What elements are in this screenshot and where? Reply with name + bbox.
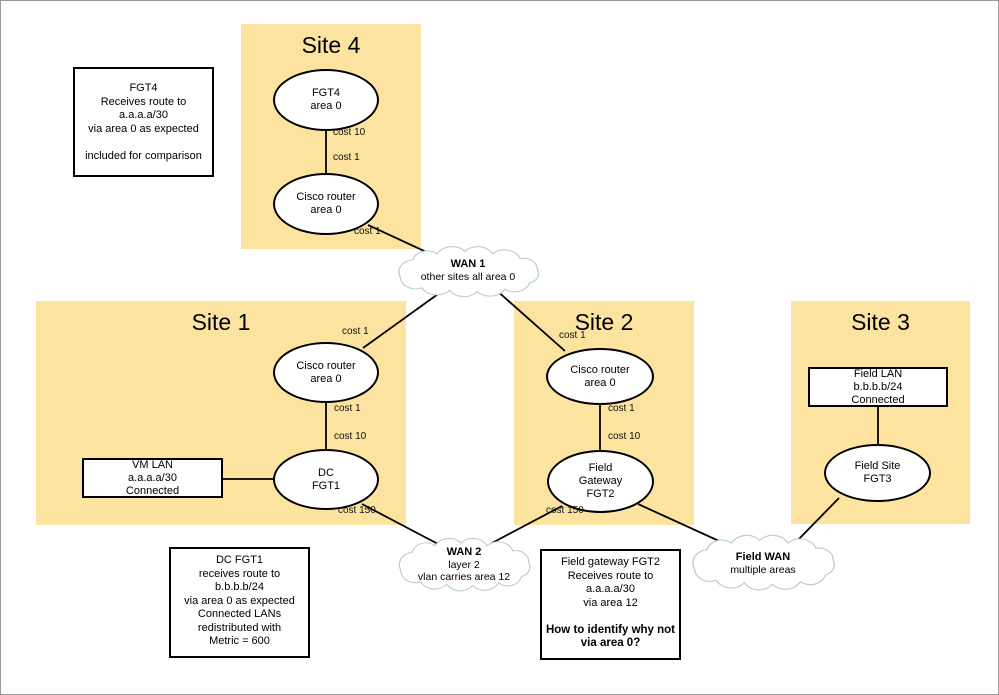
node-cisco-site2: Cisco router area 0 bbox=[546, 348, 654, 405]
node-line: DC bbox=[318, 466, 334, 479]
wan1-label: WAN 1 other sites all area 0 bbox=[398, 258, 538, 283]
node-line: Cisco router bbox=[570, 363, 630, 376]
field-lan-box: Field LAN b.b.b.b/24 Connected bbox=[808, 367, 948, 407]
fieldwan-desc: multiple areas bbox=[730, 564, 796, 576]
cost-label-site2-upper: cost 1 bbox=[608, 403, 635, 414]
node-fgt4: FGT4 area 0 bbox=[273, 69, 379, 131]
fieldwan-name: Field WAN bbox=[735, 551, 791, 563]
link-wan1-cisco1 bbox=[362, 288, 446, 349]
cost-label-wan1-to-site1: cost 1 bbox=[342, 326, 369, 337]
link-fgt2-wan2 bbox=[491, 505, 563, 544]
lan-line: b.b.b.b/24 bbox=[853, 380, 903, 393]
cost-label-site2-lower: cost 10 bbox=[608, 431, 641, 442]
wan2-desc: layer 2 bbox=[448, 559, 480, 571]
cost-label-site1-upper: cost 1 bbox=[334, 403, 361, 414]
note-line bbox=[75, 136, 212, 150]
dc-fgt1-note: DC FGT1 receives route to b.b.b.b/24 via… bbox=[169, 547, 310, 658]
cost-label-wan1-to-site2: cost 1 bbox=[559, 330, 586, 341]
node-field-gateway-fgt2: Field Gateway FGT2 bbox=[547, 450, 654, 513]
lan-line: VM LAN bbox=[132, 458, 173, 471]
link-fgt3-fieldwan bbox=[795, 497, 840, 543]
cost-label-site2-to-wan2: cost 150 bbox=[546, 505, 584, 516]
node-line: FGT1 bbox=[311, 479, 341, 492]
vm-lan-box: VM LAN a.a.a.a/30 Connected bbox=[82, 458, 223, 498]
note-question-line: How to identify why not bbox=[545, 623, 676, 636]
node-line: FGT4 bbox=[311, 87, 341, 99]
node-line: FGT3 bbox=[863, 473, 892, 485]
node-cisco-site4: Cisco router area 0 bbox=[273, 173, 379, 235]
lan-line: Connected bbox=[125, 484, 180, 497]
note-line: via area 12 bbox=[583, 596, 638, 609]
link-fgt1-wan2 bbox=[361, 503, 439, 545]
lan-line: Connected bbox=[851, 393, 905, 406]
note-line: via area 0 as expected bbox=[88, 122, 199, 135]
node-line: area 0 bbox=[310, 372, 342, 385]
note-line: via area 0 as expected bbox=[184, 594, 295, 607]
fgt4-note: FGT4 Receives route to a.a.a.a/30 via ar… bbox=[73, 67, 214, 177]
wan2-label: WAN 2 layer 2 vlan carries area 12 bbox=[394, 546, 534, 583]
cost-label-site1-lower: cost 10 bbox=[334, 431, 367, 442]
note-question-line: via area 0? bbox=[580, 637, 641, 649]
cost-label-site4-upper: cost 10 bbox=[333, 127, 366, 138]
node-line: Field bbox=[588, 462, 613, 474]
note-line: a.a.a.a/30 bbox=[586, 583, 635, 595]
note-line: a.a.a.a/30 bbox=[119, 109, 168, 121]
wan2-name: WAN 2 bbox=[446, 546, 482, 558]
note-line: receives route to bbox=[198, 567, 281, 580]
node-line: Cisco router bbox=[296, 191, 356, 203]
node-line: FGT2 bbox=[586, 488, 615, 500]
note-line: DC FGT1 bbox=[215, 554, 264, 566]
note-line: Receives route to bbox=[567, 569, 654, 582]
note-line: FGT4 bbox=[129, 82, 158, 94]
node-line: area 0 bbox=[310, 100, 342, 112]
note-line: Connected LANs bbox=[197, 608, 282, 620]
node-field-site-fgt3: Field Site FGT3 bbox=[824, 444, 931, 502]
note-line: Field gateway FGT2 bbox=[560, 556, 661, 568]
node-line: Cisco router bbox=[296, 359, 356, 372]
link-fgt2-fieldwan bbox=[637, 503, 731, 547]
fieldwan-label: Field WAN multiple areas bbox=[693, 551, 833, 576]
wan1-desc: other sites all area 0 bbox=[420, 271, 516, 283]
node-line: Field Site bbox=[854, 460, 901, 472]
site3-title: Site 3 bbox=[851, 309, 910, 335]
note-spacer bbox=[542, 610, 679, 624]
note-line: b.b.b.b/24 bbox=[215, 581, 264, 593]
cost-label-site1-to-wan2: cost 150 bbox=[338, 505, 376, 516]
note-line: Receives route to bbox=[100, 95, 187, 108]
lan-line: Field LAN bbox=[853, 367, 903, 380]
site1-title: Site 1 bbox=[191, 309, 251, 335]
node-cisco-site1: Cisco router area 0 bbox=[273, 342, 379, 403]
link-wan1-cisco2 bbox=[494, 288, 566, 352]
node-dc-fgt1: DC FGT1 bbox=[273, 449, 379, 510]
fgt2-note: Field gateway FGT2 Receives route to a.a… bbox=[540, 549, 681, 660]
note-line: redistributed with bbox=[197, 621, 282, 634]
cost-label-site4-lower: cost 1 bbox=[333, 152, 360, 163]
note-line: included for comparison bbox=[85, 149, 202, 162]
site4-title: Site 4 bbox=[301, 32, 361, 58]
lan-line: a.a.a.a/30 bbox=[128, 471, 177, 484]
node-line: area 0 bbox=[310, 204, 342, 216]
wan2-desc: vlan carries area 12 bbox=[417, 571, 511, 583]
wan1-name: WAN 1 bbox=[450, 258, 486, 270]
cost-label-site4-to-wan1: cost 1 bbox=[354, 226, 381, 237]
note-line: Metric = 600 bbox=[209, 635, 270, 647]
node-line: Gateway bbox=[578, 475, 623, 487]
node-line: area 0 bbox=[584, 376, 616, 389]
site2-title: Site 2 bbox=[574, 309, 634, 335]
